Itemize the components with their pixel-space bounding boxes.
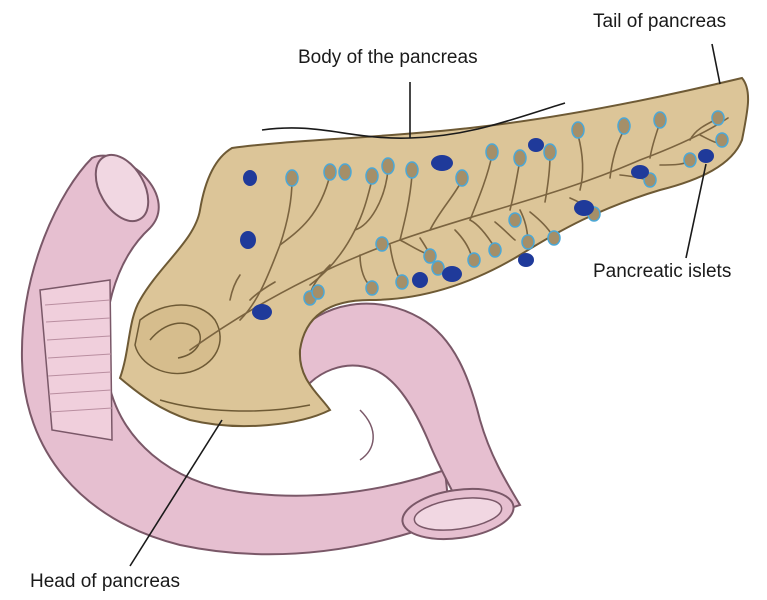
body-of-pancreas-label: Body of the pancreas — [298, 48, 478, 67]
tail-leader — [712, 44, 720, 84]
head-of-pancreas-label: Head of pancreas — [30, 572, 180, 591]
duodenum-fold-line — [360, 410, 373, 460]
duodenum-opened-wall — [40, 280, 112, 440]
tail-of-pancreas-label: Tail of pancreas — [593, 12, 726, 31]
pancreatic-islets-label: Pancreatic islets — [593, 262, 731, 281]
ampulla-region — [135, 305, 220, 373]
